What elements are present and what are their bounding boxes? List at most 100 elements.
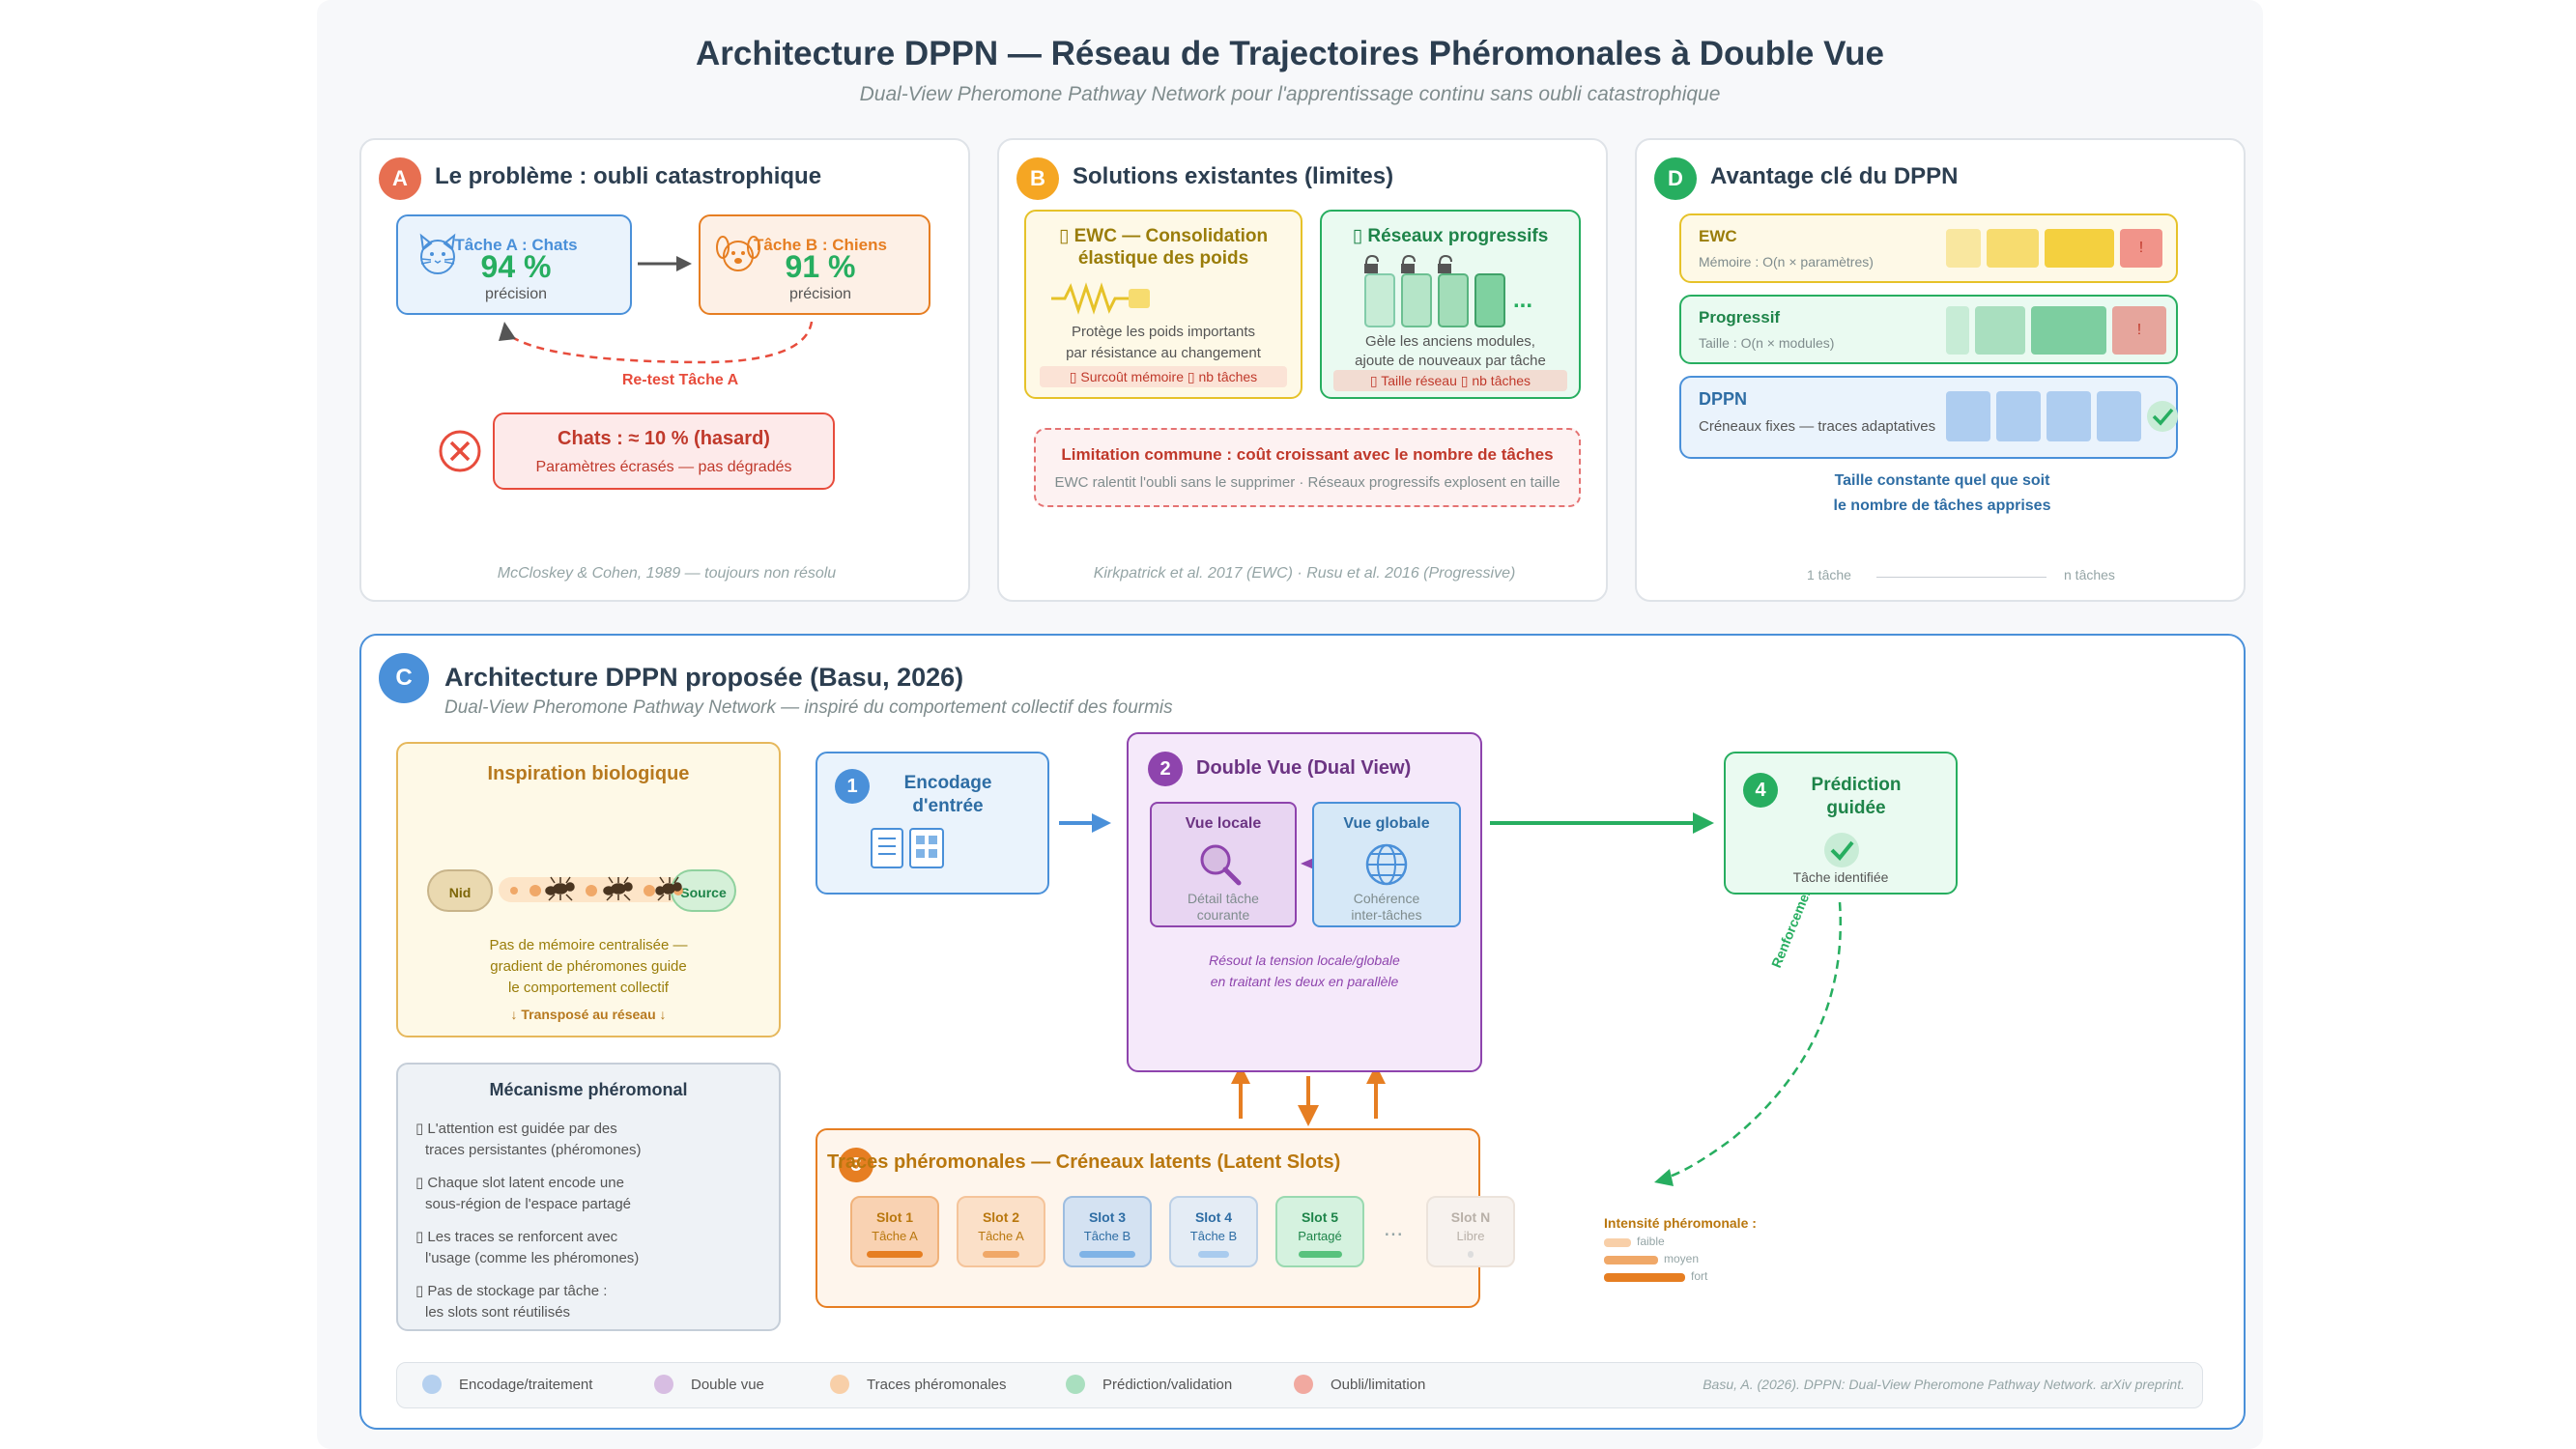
axis-line [1876, 577, 2046, 578]
fixed-slot-block [1946, 391, 1990, 441]
compare-row-dppn: DPPN Créneaux fixes — traces adaptatives [1679, 376, 2178, 459]
growth-block [1946, 306, 1969, 355]
spring-icon [1051, 282, 1150, 315]
ewc-title-line1: ▯ EWC — Consolidation [1058, 226, 1269, 246]
arrow-head [1654, 1169, 1674, 1186]
encoding-box: 1 Encodage d'entrée [816, 752, 1049, 895]
forgetting-result-sub: Paramètres écrasés — pas dégradés [535, 459, 792, 475]
warning-block: ! [2112, 306, 2166, 355]
intensity-bar-weak [1604, 1238, 1631, 1247]
panel-b-badge: B [1016, 157, 1059, 200]
check-icon [1824, 833, 1859, 867]
global-view-desc-line1: Cohérence [1353, 891, 1420, 906]
intensity-label-weak: faible [1637, 1235, 1665, 1248]
legend-swatch [830, 1375, 849, 1394]
task-a-card: Tâche A : Chats 94 % précision [396, 214, 632, 315]
legend-label: Oubli/limitation [1331, 1377, 1426, 1393]
row-ewc-name: EWC [1699, 227, 1737, 245]
slot-name: Slot 3 [1088, 1209, 1127, 1225]
slot-strength-bar [1468, 1251, 1474, 1258]
arrow-head [1231, 1065, 1250, 1084]
panel-c-title: Architecture DPPN proposée (Basu, 2026) [444, 663, 964, 692]
nest-node: Nid [427, 869, 493, 912]
slot-task: Tâche A [978, 1229, 1024, 1243]
task-a-caption: précision [484, 286, 548, 302]
panel-c-badge: C [379, 653, 429, 703]
panel-a-badge: A [379, 157, 421, 200]
traces-step-number: 3 [839, 1148, 873, 1182]
task-b-caption: précision [788, 286, 852, 302]
frozen-module [1401, 273, 1432, 327]
growth-block [1975, 306, 2025, 355]
cross-circle-icon [439, 430, 481, 472]
global-view-desc-line2: inter-tâches [1351, 907, 1422, 923]
more-slots: ... [1384, 1215, 1404, 1241]
global-view-title: Vue globale [1343, 815, 1430, 832]
compare-row-ewc: EWC Mémoire : O(n × paramètres) ! [1679, 213, 2178, 283]
mechanism-item-line: les slots sont réutilisés [425, 1304, 571, 1321]
slot-name: Slot 1 [875, 1209, 914, 1225]
progressive-title: ▯ Réseaux progressifs [1352, 226, 1549, 246]
arrow-head [676, 256, 692, 271]
encoding-step-number: 1 [835, 769, 870, 804]
prediction-title-line2: guidée [1826, 798, 1886, 818]
slot-strength-bar [1298, 1251, 1342, 1258]
fixed-slot-block [2097, 391, 2141, 441]
dual-view-note-line1: Résout la tension locale/globale [1209, 952, 1400, 968]
task-a-accuracy: 94 % [480, 249, 552, 284]
legend-label: Prédiction/validation [1102, 1377, 1233, 1393]
local-view-box: Vue locale Détail tâche courante [1150, 802, 1297, 927]
ewc-card: ▯ EWC — Consolidation élastique des poid… [1024, 210, 1302, 399]
panel-d: D Avantage clé du DPPN EWC Mémoire : O(n… [1635, 138, 2246, 602]
retest-label: Re-test Tâche A [621, 372, 739, 388]
dual-view-step-number: 2 [1148, 752, 1183, 786]
task-a-label: Tâche A : Chats [454, 236, 578, 254]
arrow-head [499, 322, 516, 341]
warning-block: ! [2120, 229, 2162, 268]
task-b-card: Tâche B : Chiens 91 % précision [699, 214, 930, 315]
reference-text: Basu, A. (2026). DPPN: Dual-View Pheromo… [1703, 1377, 2185, 1392]
intensity-bar-strong [1604, 1273, 1685, 1282]
local-view-desc-line1: Détail tâche [1188, 891, 1259, 906]
ewc-desc-line1: Protège les poids importants [1071, 324, 1256, 340]
arrow-head [1693, 812, 1714, 834]
panel-b-title: Solutions existantes (limites) [1073, 163, 1394, 189]
legend-swatch [422, 1375, 442, 1394]
diagram-canvas: Architecture DPPN — Réseau de Trajectoir… [317, 0, 2263, 1449]
progressive-cost: ▯ Taille réseau ▯ nb tâches [1333, 370, 1567, 391]
limitation-sub: EWC ralentit l'oubli sans le supprimer ·… [1054, 474, 1560, 491]
latent-slot: Slot N Libre [1426, 1196, 1515, 1267]
mechanism-item: ▯ Les traces se renforcent avec l'usage … [415, 1227, 639, 1269]
document-grid-icon [871, 828, 944, 868]
mechanism-box: Mécanisme phéromonal ▯ L'attention est g… [396, 1063, 781, 1331]
mechanism-item-line: sous-région de l'espace partagé [425, 1196, 632, 1212]
panel-a: A Le problème : oubli catastrophique Tâc… [359, 138, 970, 602]
slot-name: Slot 5 [1301, 1209, 1339, 1225]
slot-strength-bar [1198, 1251, 1229, 1258]
local-view-title: Vue locale [1185, 815, 1262, 832]
slot-task: Partagé [1298, 1229, 1342, 1243]
fixed-slot-block [1996, 391, 2041, 441]
growth-block [2031, 306, 2106, 355]
encoding-title-line2: d'entrée [912, 796, 984, 816]
prediction-caption: Tâche identifiée [1792, 869, 1889, 885]
row-ewc-desc: Mémoire : O(n × paramètres) [1699, 254, 1874, 270]
bio-desc-line2: gradient de phéromones guide [490, 958, 687, 975]
ewc-cost: ▯ Surcoût mémoire ▯ nb tâches [1040, 366, 1287, 387]
cat-icon [419, 233, 456, 274]
slot-strength-bar [983, 1251, 1019, 1258]
prediction-title-line1: Prédiction [1811, 775, 1902, 795]
row-progressive-desc: Taille : O(n × modules) [1699, 335, 1835, 351]
compare-row-progressive: Progressif Taille : O(n × modules) ! [1679, 295, 2178, 364]
latent-slot: Slot 4 Tâche B [1169, 1196, 1258, 1267]
mechanism-item: ▯ Pas de stockage par tâche : les slots … [415, 1281, 607, 1323]
slot-strength-bar [1079, 1251, 1135, 1258]
more-modules: ... [1513, 287, 1533, 313]
fixed-slot-block [2046, 391, 2091, 441]
mechanism-item-line: ▯ Chaque slot latent encode une [415, 1175, 624, 1191]
dog-icon [716, 236, 760, 271]
arrow-head [1092, 813, 1111, 833]
dppn-conclusion-line2: le nombre de tâches apprises [1833, 497, 2051, 514]
row-progressive-name: Progressif [1699, 308, 1781, 327]
legend-label: Traces phéromonales [867, 1377, 1007, 1393]
